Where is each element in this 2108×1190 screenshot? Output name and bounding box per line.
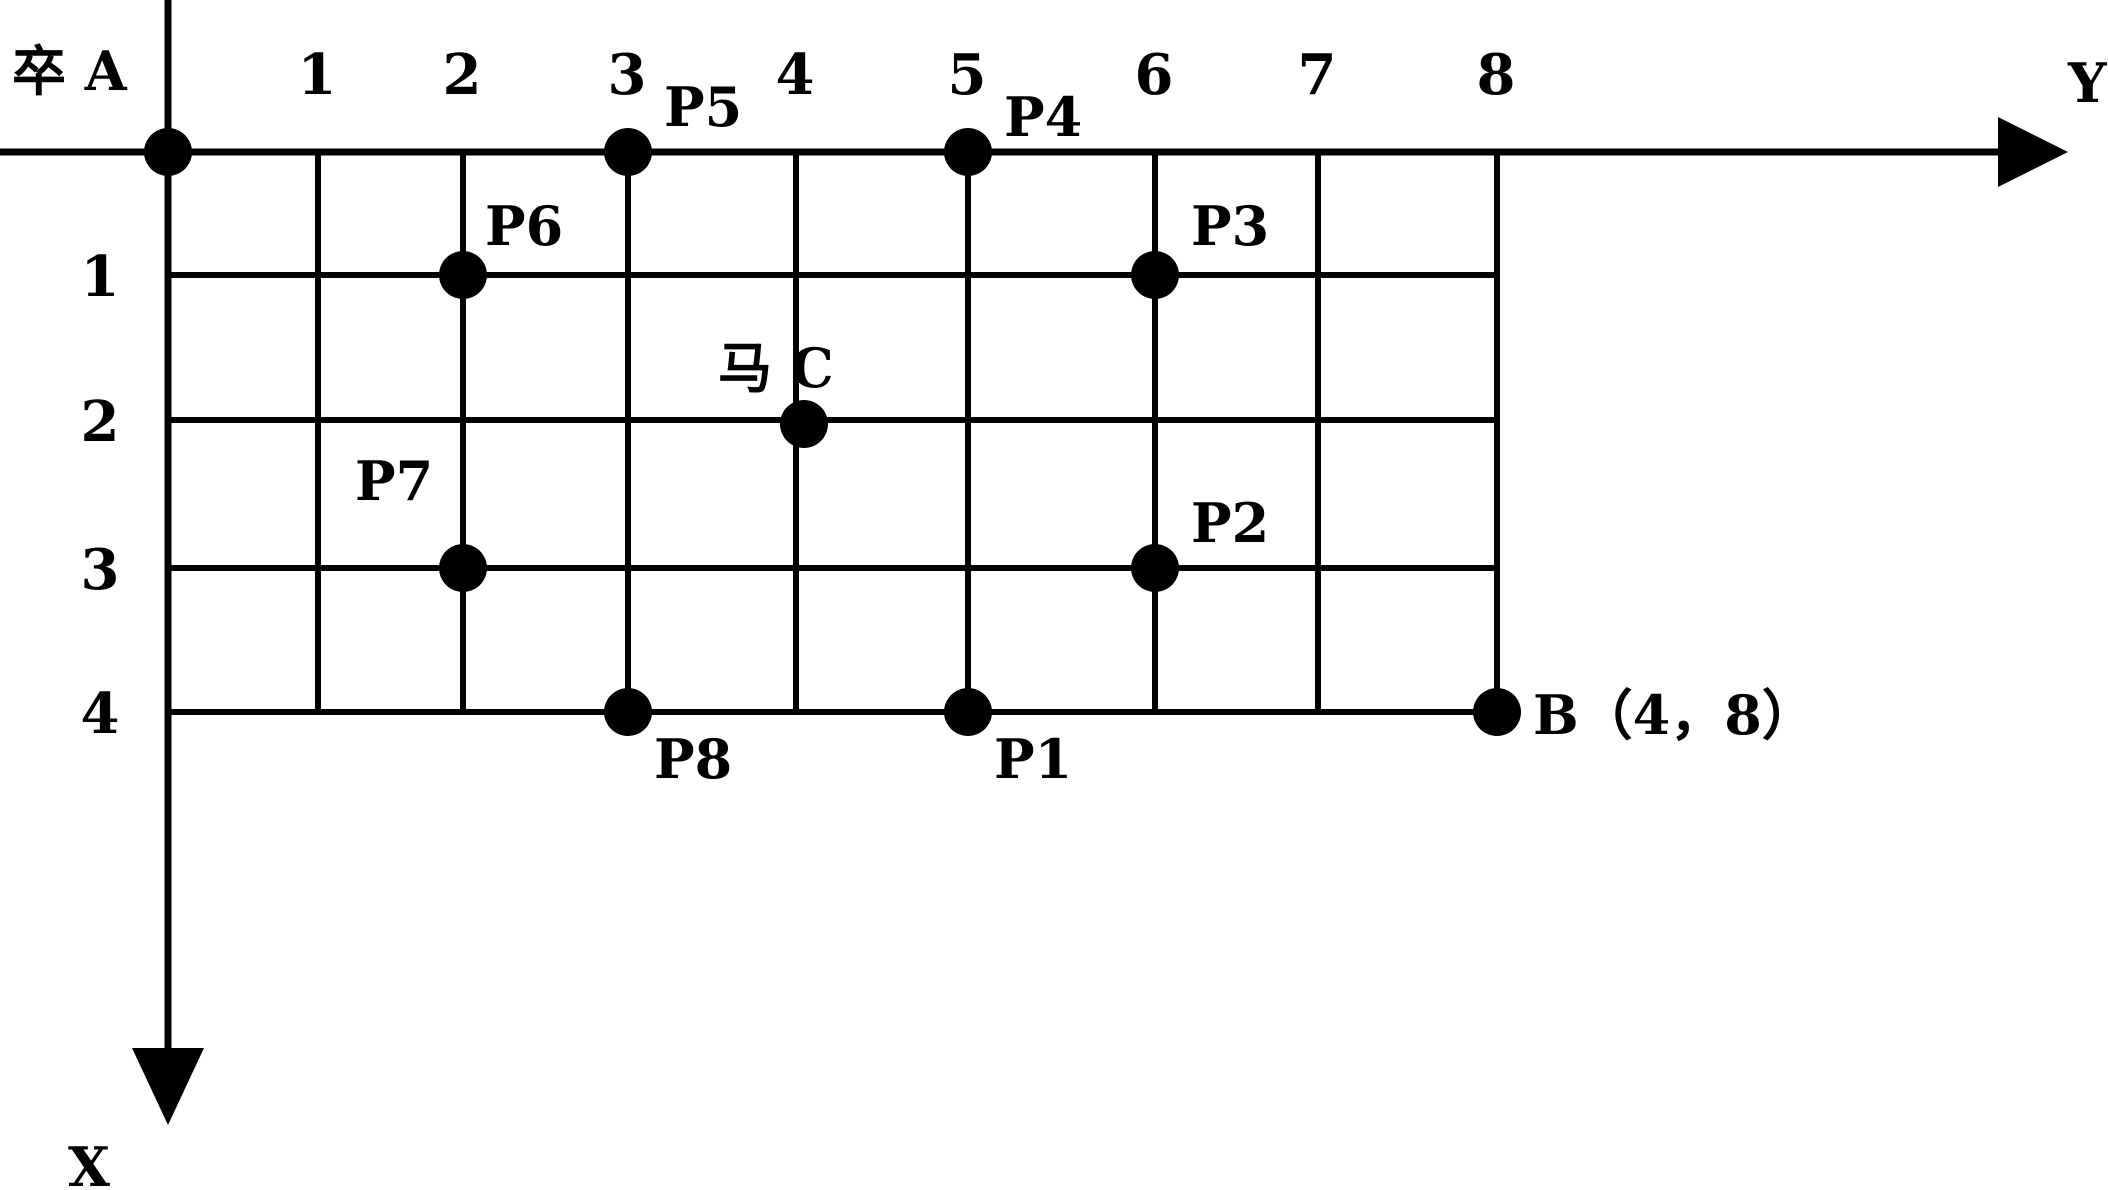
- point-b-dot: [1473, 688, 1521, 736]
- column-tick-label: 6: [1135, 42, 1174, 108]
- y-axis-label: Y: [2067, 51, 2108, 115]
- x-axis-label: X: [68, 1135, 110, 1190]
- point-p3-dot: [1131, 251, 1179, 299]
- point-c-dot: [780, 400, 828, 448]
- column-tick-label: 2: [443, 42, 482, 108]
- point-p2-label: P2: [1191, 491, 1269, 555]
- point-p3-label: P3: [1191, 194, 1269, 258]
- point-a-label: 卒 A: [12, 39, 128, 103]
- point-p8-dot: [604, 688, 652, 736]
- column-tick-label: 1: [298, 42, 337, 108]
- row-tick-label: 1: [81, 244, 120, 310]
- column-tick-labels: 1 2 3 4 5 6 7 8: [298, 42, 1516, 108]
- column-tick-label: 7: [1298, 42, 1337, 108]
- point-p4-dot: [944, 128, 992, 176]
- point-b-label: B（4，8）: [1533, 683, 1816, 747]
- point-p2-dot: [1131, 544, 1179, 592]
- column-tick-label: 8: [1477, 42, 1516, 108]
- row-tick-label: 2: [81, 389, 120, 455]
- y-axis-arrowhead: [1998, 117, 2068, 187]
- point-p1-dot: [944, 688, 992, 736]
- point-p4-label: P4: [1004, 85, 1082, 149]
- row-tick-label: 4: [81, 681, 120, 747]
- column-tick-label: 4: [776, 42, 815, 108]
- x-axis-arrowhead: [132, 1048, 204, 1125]
- point-a-dot: [144, 128, 192, 176]
- point-p7-dot: [439, 544, 487, 592]
- row-tick-label: 3: [81, 537, 120, 603]
- grid-lines: [168, 152, 1500, 715]
- column-tick-label: 3: [608, 42, 647, 108]
- point-p6-dot: [439, 251, 487, 299]
- point-p7-label: P7: [355, 449, 433, 513]
- row-tick-labels: 1 2 3 4: [81, 244, 120, 747]
- column-tick-label: 5: [948, 42, 987, 108]
- point-p5-dot: [604, 128, 652, 176]
- point-p1-label: P1: [994, 727, 1072, 791]
- point-p8-label: P8: [654, 727, 732, 791]
- point-p5-label: P5: [664, 75, 742, 139]
- point-c-label: 马 C: [718, 336, 834, 400]
- point-p6-label: P6: [485, 194, 563, 258]
